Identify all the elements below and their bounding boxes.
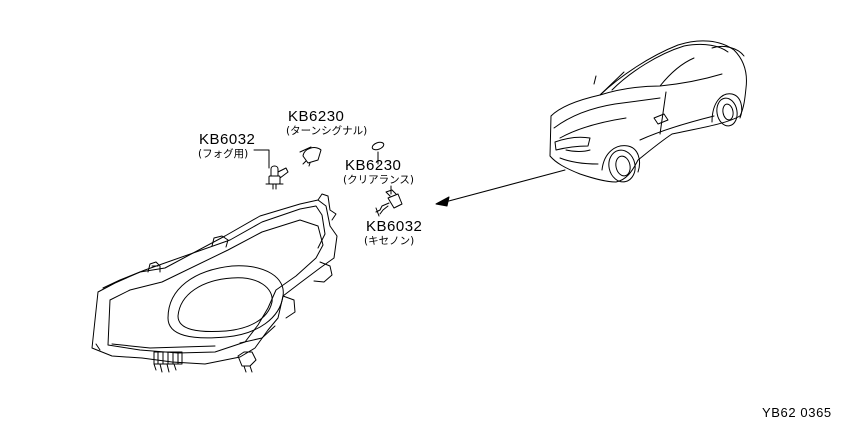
leader-lines	[254, 147, 391, 194]
fog-part-code: KB6032	[199, 131, 256, 148]
clearance-part-desc: (クリアランス)	[343, 174, 414, 186]
xenon-bulb	[376, 190, 402, 216]
car-illustration	[550, 41, 747, 184]
turn-signal-part-code: KB6230	[288, 108, 345, 125]
turn-signal-bulb	[303, 148, 321, 166]
xenon-part-desc: (キセノン)	[364, 235, 415, 247]
fog-bulb	[266, 166, 288, 189]
headlamp-assembly	[92, 194, 337, 372]
clearance-part-code: KB6230	[345, 157, 402, 174]
clearance-bulb	[371, 141, 385, 151]
turn-signal-part-desc: (ターンシグナル)	[286, 125, 368, 137]
pointer-arrow	[436, 170, 565, 206]
xenon-part-code: KB6032	[366, 218, 423, 235]
diagram-reference-id: YB62 0365	[762, 405, 832, 420]
fog-part-desc: (フォグ用)	[198, 148, 249, 160]
